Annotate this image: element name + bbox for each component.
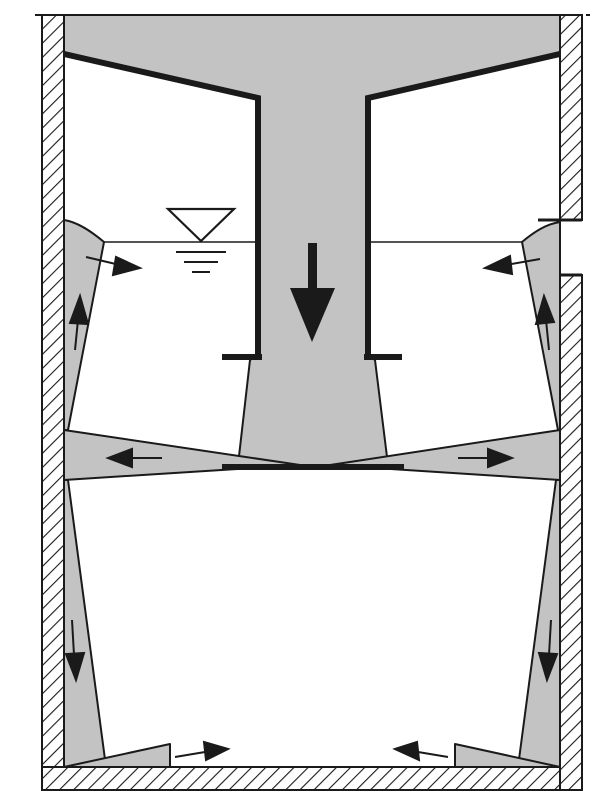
right-wall-lower bbox=[559, 274, 583, 791]
flow-arrow-icon bbox=[174, 740, 231, 762]
bottom-right-wedge bbox=[454, 743, 561, 768]
baffles bbox=[63, 51, 561, 470]
down-arrow-icon bbox=[290, 243, 335, 342]
flow-arrow-icon bbox=[392, 740, 449, 762]
tank-walls bbox=[41, 14, 583, 791]
bottom-wall bbox=[41, 766, 583, 791]
flow-arrows bbox=[64, 254, 559, 762]
flow-arrow-icon bbox=[534, 292, 556, 351]
flow-regions bbox=[63, 14, 561, 768]
right-inlet-baffle bbox=[365, 51, 561, 358]
flow-arrow-icon bbox=[481, 254, 541, 276]
left-wall bbox=[41, 14, 65, 791]
left-inlet-baffle bbox=[63, 51, 261, 358]
flow-arrow-icon bbox=[537, 619, 559, 684]
left-descending-jet bbox=[63, 479, 107, 768]
bottom-left-wedge bbox=[63, 743, 171, 768]
flow-arrow-icon bbox=[68, 292, 90, 351]
flow-arrow-icon bbox=[458, 447, 515, 469]
right-wall-upper bbox=[559, 14, 583, 221]
right-descending-jet bbox=[517, 479, 561, 768]
flow-arrow-icon bbox=[64, 619, 86, 684]
inlet-channel bbox=[63, 14, 561, 466]
left-wall-jet bbox=[63, 219, 105, 431]
right-wall-jet bbox=[521, 221, 561, 431]
water-surface-triangle-icon bbox=[165, 207, 237, 273]
flow-arrow-icon bbox=[85, 255, 143, 277]
flow-arrow-icon bbox=[105, 447, 162, 469]
